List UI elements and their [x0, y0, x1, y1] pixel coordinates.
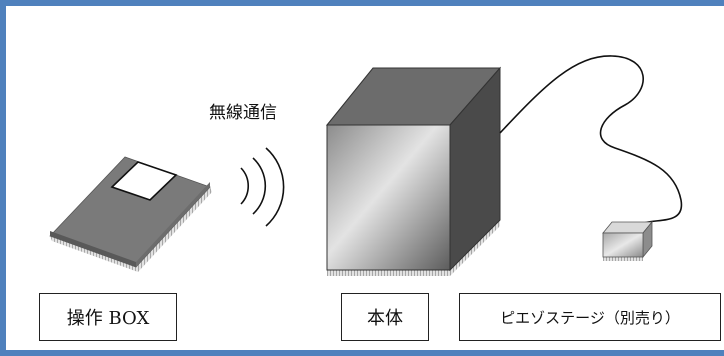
piezo-stage-label: ピエゾステージ（別売り）	[459, 293, 721, 341]
main-unit-label: 本体	[341, 293, 429, 341]
stage-cable	[499, 55, 683, 227]
operation-box-device	[49, 156, 212, 272]
main-unit-device	[325, 66, 502, 276]
operation-box-label-text: 操作 BOX	[66, 308, 150, 329]
piezo-stage-device	[602, 220, 653, 261]
operation-box-label: 操作 BOX	[39, 293, 177, 341]
wireless-label: 無線通信	[209, 103, 277, 123]
operation-box-screen	[110, 161, 178, 201]
main-unit-label-text: 本体	[367, 308, 403, 329]
wireless-signal-icon	[240, 147, 285, 227]
piezo-stage-label-text: ピエゾステージ（別売り）	[500, 308, 680, 327]
